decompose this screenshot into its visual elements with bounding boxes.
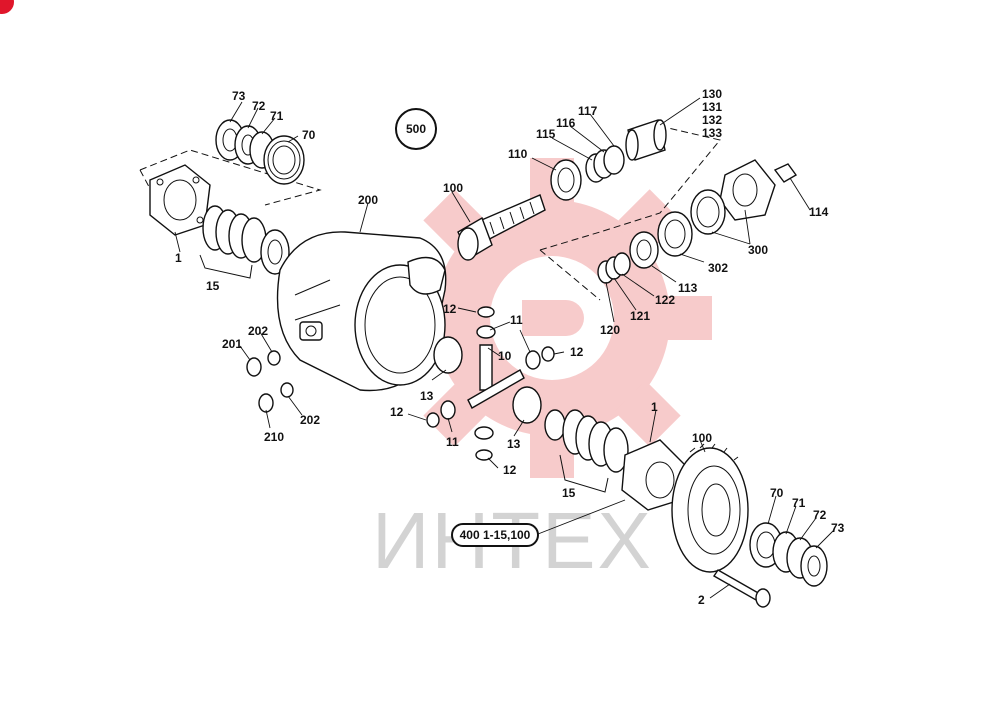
badge-400: 400 1-15,100 [451,523,539,547]
label-202-a: 202 [248,324,268,338]
label-113: 113 [678,281,698,295]
label-132: 132 [702,113,722,127]
flange-300 [690,159,798,235]
label-71-b: 71 [792,496,806,510]
label-201: 201 [222,337,242,351]
label-110: 110 [508,147,528,161]
leader-lines [174,97,835,599]
label-116: 116 [556,116,576,130]
pinion-shaft [457,194,546,261]
badge-400-text: 400 1-15,100 [460,528,531,542]
label-130: 130 [702,87,722,101]
label-122: 122 [655,293,675,307]
label-72: 72 [252,99,266,113]
rings-115-117 [585,145,625,183]
label-70-b: 70 [770,486,784,500]
badge-500: 500 [395,108,437,150]
label-133: 133 [702,126,722,140]
bearing-113 [629,231,659,269]
label-13-a: 13 [420,389,434,403]
label-12-d: 12 [503,463,517,477]
badge-500-text: 500 [406,122,426,136]
bearing-set-bottom-right [749,522,828,587]
axle-housing [276,231,447,392]
label-1: 1 [175,251,182,265]
label-15: 15 [206,279,220,293]
label-10: 10 [498,349,512,363]
bearing-set-top-left [215,119,305,185]
differential-right [621,439,686,511]
label-11-b: 11 [446,435,459,449]
label-12-b: 12 [570,345,584,359]
label-71: 71 [270,109,284,123]
label-1-b: 1 [651,400,658,414]
label-121: 121 [630,309,650,323]
spider-gears [426,306,555,461]
clutch-pack-left [199,205,290,279]
clutch-pack-right [544,409,629,493]
seal-302 [657,211,693,257]
label-12-c: 12 [390,405,404,419]
label-117: 117 [578,104,598,118]
ring-gear [671,443,749,573]
label-100-bottom: 100 [692,431,712,445]
label-70: 70 [302,128,316,142]
bearing-110 [550,159,582,201]
bolt-2 [713,569,771,608]
plugs-left [246,350,294,413]
label-210: 210 [264,430,284,444]
label-11-a: 11 [510,313,523,327]
sleeve-130 [625,119,667,161]
label-100-top: 100 [443,181,463,195]
label-300: 300 [748,243,768,257]
label-200: 200 [358,193,378,207]
label-131: 131 [702,100,722,114]
label-73: 73 [232,89,246,103]
label-202-b: 202 [300,413,320,427]
differential-left [149,164,211,236]
label-72-b: 72 [813,508,827,522]
label-114: 114 [809,205,829,219]
label-302: 302 [708,261,728,275]
label-2: 2 [698,593,705,607]
part-labels: 73 72 71 70 1 15 200 100 110 115 116 117… [175,87,845,607]
label-120: 120 [600,323,620,337]
label-15-b: 15 [562,486,576,500]
label-115: 115 [536,127,556,141]
label-13-b: 13 [507,437,521,451]
label-12-a: 12 [443,302,457,316]
label-73-b: 73 [831,521,845,535]
